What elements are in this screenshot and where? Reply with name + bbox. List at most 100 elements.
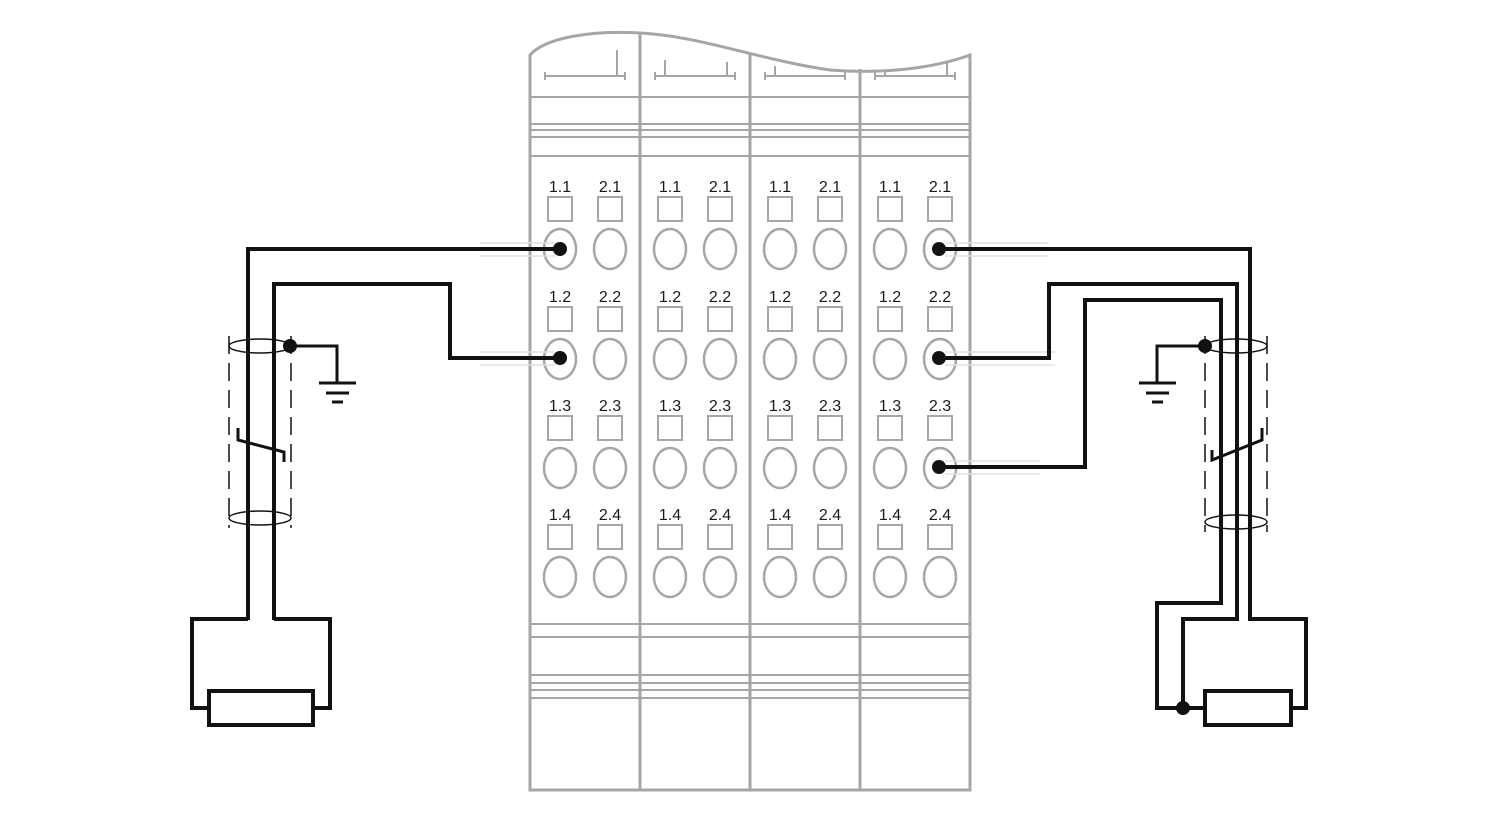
clamp-point[interactable] — [702, 337, 738, 381]
terminal-label: 1.2 — [659, 289, 681, 306]
push-button[interactable] — [817, 415, 843, 441]
clamp-point[interactable] — [702, 555, 738, 599]
push-button[interactable] — [877, 415, 903, 441]
clamp-point[interactable] — [592, 446, 628, 490]
push-button[interactable] — [927, 306, 953, 332]
clamp-point[interactable] — [592, 555, 628, 599]
push-button[interactable] — [877, 306, 903, 332]
terminal-label: 1.2 — [769, 289, 791, 306]
clamp-point[interactable] — [542, 446, 578, 490]
wire — [272, 282, 560, 620]
terminal-dot — [932, 242, 946, 256]
push-button[interactable] — [927, 415, 953, 441]
clamp-point[interactable] — [762, 227, 798, 271]
push-button[interactable] — [707, 306, 733, 332]
wire — [939, 282, 1239, 710]
release-lever — [544, 50, 626, 80]
push-button[interactable] — [767, 415, 793, 441]
terminal-label: 2.3 — [599, 398, 621, 415]
wire — [939, 247, 1308, 710]
clamp-point[interactable] — [652, 555, 688, 599]
terminal-label: 1.3 — [549, 398, 571, 415]
push-button[interactable] — [597, 415, 623, 441]
shield-icon — [228, 336, 292, 528]
wire — [939, 298, 1223, 710]
terminal-label: 2.2 — [929, 289, 951, 306]
terminal-label: 1.1 — [659, 179, 681, 196]
terminal-label: 1.3 — [769, 398, 791, 415]
terminal-label: 2.4 — [599, 507, 621, 524]
terminal-label: 2.1 — [709, 179, 731, 196]
wire — [246, 247, 560, 620]
push-button[interactable] — [927, 196, 953, 222]
push-button[interactable] — [597, 524, 623, 550]
push-button[interactable] — [877, 196, 903, 222]
left-sensor-circuit — [190, 242, 567, 727]
clamp-point[interactable] — [872, 227, 908, 271]
clamp-point[interactable] — [812, 555, 848, 599]
clamp-point[interactable] — [702, 446, 738, 490]
terminal-label: 2.3 — [929, 398, 951, 415]
ghost-leads — [480, 242, 1055, 475]
clamp-point[interactable] — [762, 555, 798, 599]
push-button[interactable] — [597, 196, 623, 222]
terminal-label: 1.4 — [769, 507, 791, 524]
push-button[interactable] — [547, 306, 573, 332]
junction-dot — [1176, 701, 1190, 715]
push-button[interactable] — [707, 196, 733, 222]
terminal-label: 1.2 — [549, 289, 571, 306]
clamp-point[interactable] — [652, 337, 688, 381]
push-button[interactable] — [657, 415, 683, 441]
terminal-dot — [932, 351, 946, 365]
push-button[interactable] — [547, 524, 573, 550]
terminal-label: 2.1 — [819, 179, 841, 196]
terminal-label: 1.1 — [879, 179, 901, 196]
push-button[interactable] — [817, 524, 843, 550]
ground-icon — [1139, 344, 1205, 404]
clamp-point[interactable] — [872, 446, 908, 490]
terminal-label: 2.2 — [599, 289, 621, 306]
clamp-point[interactable] — [872, 555, 908, 599]
shield-icon — [1204, 336, 1268, 532]
terminal-block — [528, 30, 972, 792]
push-button[interactable] — [767, 524, 793, 550]
push-button[interactable] — [707, 415, 733, 441]
push-button[interactable] — [597, 306, 623, 332]
terminal-label: 2.1 — [929, 179, 951, 196]
terminal-label: 1.2 — [879, 289, 901, 306]
push-button[interactable] — [817, 196, 843, 222]
push-button[interactable] — [707, 524, 733, 550]
clamp-point[interactable] — [702, 227, 738, 271]
push-button[interactable] — [927, 524, 953, 550]
clamp-point[interactable] — [592, 227, 628, 271]
push-button[interactable] — [877, 524, 903, 550]
clamp-point[interactable] — [652, 446, 688, 490]
push-button[interactable] — [657, 306, 683, 332]
clamp-point[interactable] — [762, 446, 798, 490]
resistor-icon — [1203, 689, 1293, 727]
push-button[interactable] — [817, 306, 843, 332]
clamp-point[interactable] — [762, 337, 798, 381]
clamp-point[interactable] — [542, 555, 578, 599]
clamp-point[interactable] — [922, 555, 958, 599]
push-button[interactable] — [657, 524, 683, 550]
terminal-dot — [932, 460, 946, 474]
push-button[interactable] — [767, 196, 793, 222]
clamp-point[interactable] — [872, 337, 908, 381]
terminal-label: 1.1 — [549, 179, 571, 196]
push-button[interactable] — [657, 196, 683, 222]
terminal-label: 2.2 — [709, 289, 731, 306]
clamp-point[interactable] — [812, 227, 848, 271]
terminal-label: 2.1 — [599, 179, 621, 196]
clamp-point[interactable] — [652, 227, 688, 271]
terminal-label: 1.4 — [549, 507, 571, 524]
release-lever — [764, 66, 846, 80]
push-button[interactable] — [547, 196, 573, 222]
clamp-point[interactable] — [812, 337, 848, 381]
clamp-point[interactable] — [592, 337, 628, 381]
push-button[interactable] — [767, 306, 793, 332]
release-lever — [874, 62, 956, 80]
clamp-point[interactable] — [812, 446, 848, 490]
push-button[interactable] — [547, 415, 573, 441]
